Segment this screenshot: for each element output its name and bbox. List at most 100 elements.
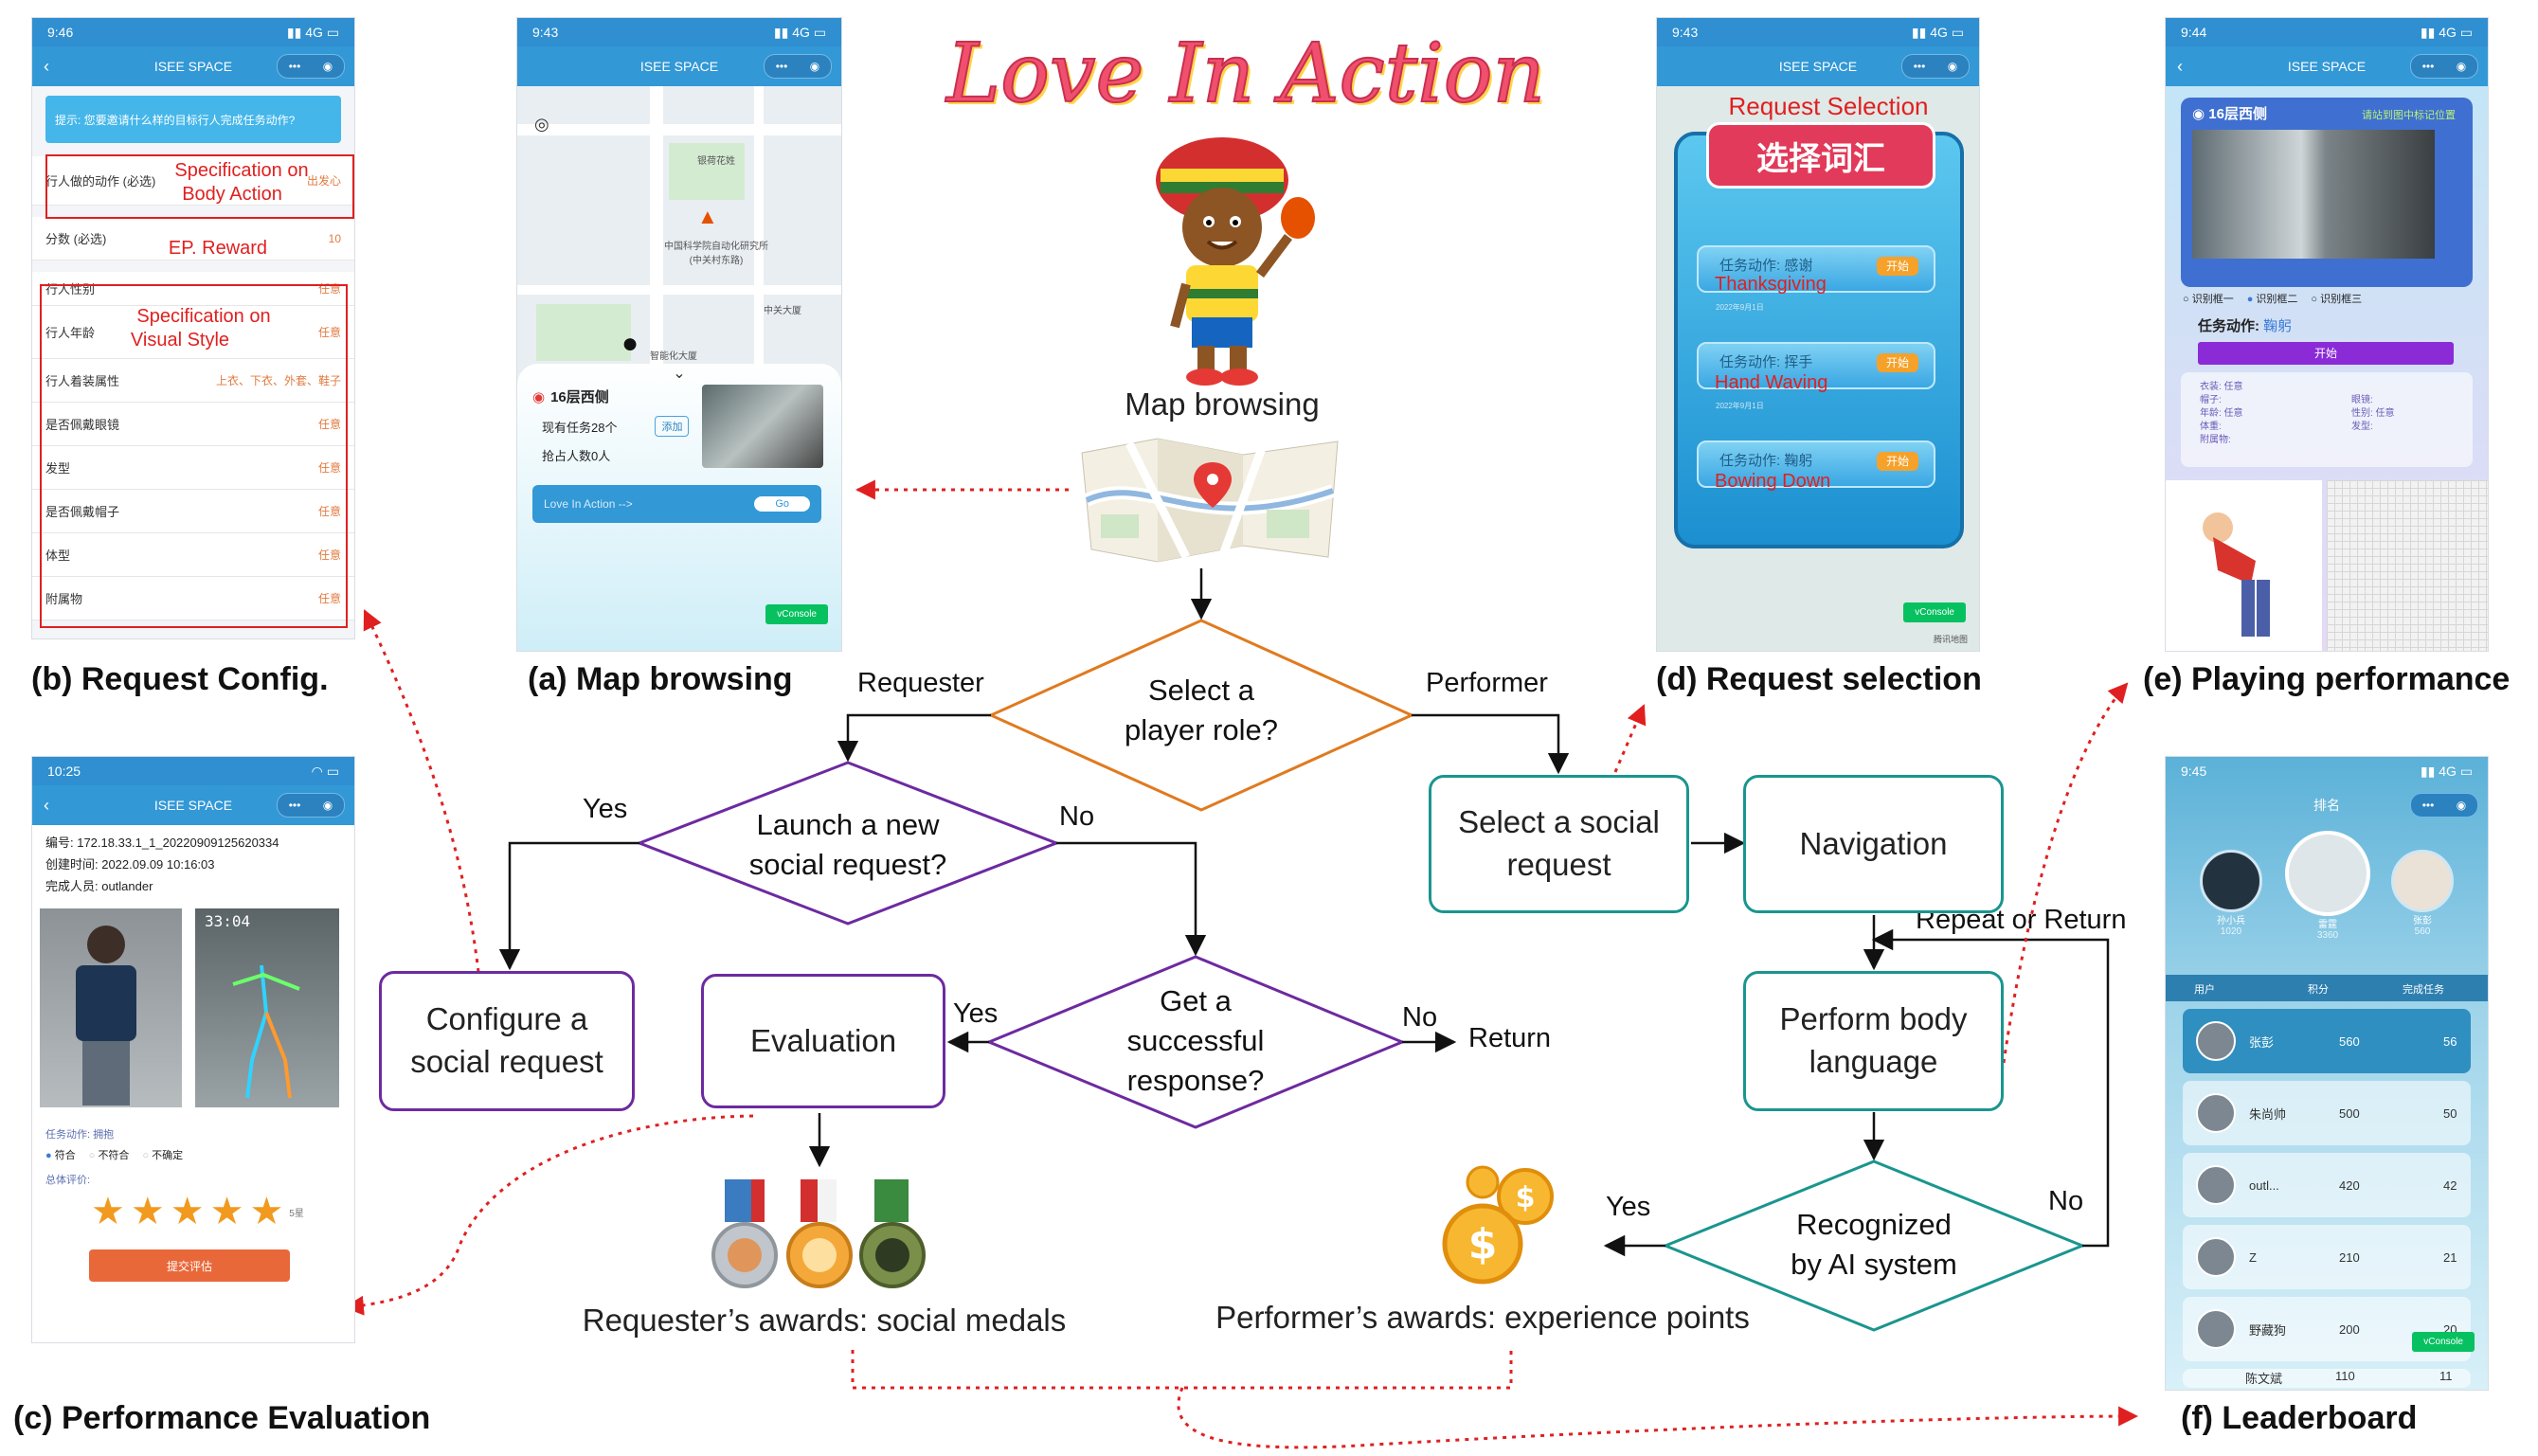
more-icon[interactable]: ••• <box>2421 60 2435 73</box>
camera-marker-icon[interactable]: ● <box>621 328 639 359</box>
created-time: 创建时间: 2022.09.09 10:16:03 <box>45 856 215 872</box>
diamond-recognized <box>1662 1159 2086 1332</box>
vconsole-button[interactable]: vConsole <box>765 604 828 624</box>
row-name: 朱尚帅 <box>2249 1106 2287 1122</box>
status-bar: 9:44▮▮ 4G ▭ <box>2166 18 2488 46</box>
row-score: 110 <box>2335 1369 2355 1383</box>
add-button[interactable]: 添加 <box>655 416 690 437</box>
star-icon[interactable]: ★ <box>170 1191 205 1232</box>
back-icon[interactable]: ‹ <box>44 795 49 815</box>
more-icon[interactable]: ••• <box>2421 799 2435 812</box>
location-pin-icon[interactable]: ◎ <box>534 115 549 134</box>
config-row[interactable]: 分数 (必选)10 <box>32 217 354 261</box>
decision-select-role: Select a player role? <box>1059 671 1343 750</box>
close-circle-icon[interactable]: ◉ <box>2456 799 2467 812</box>
row-name: outl... <box>2249 1177 2279 1193</box>
radio-match[interactable]: ● 符合 <box>45 1150 76 1161</box>
chevron-down-icon[interactable]: ⌄ <box>673 366 686 382</box>
position-hint: 请站到图中标记位置 <box>2362 110 2456 121</box>
config-row[interactable]: 是否佩戴眼镜任意 <box>32 403 354 446</box>
word-item[interactable]: 任务动作: 感谢 开始 <box>1697 245 1935 293</box>
menu-capsule[interactable]: ••• ◉ <box>277 54 345 79</box>
annotation-line: Specification on <box>136 306 271 327</box>
word-cn: 任务动作: 鞠躬 <box>1719 453 1813 469</box>
radio-mismatch[interactable]: ○ 不符合 <box>88 1150 130 1161</box>
menu-capsule[interactable]: ••• ◉ <box>277 793 345 818</box>
poi-label: 银荷花姓 <box>697 156 735 167</box>
menu-capsule[interactable]: ••• ◉ <box>2410 54 2478 79</box>
poi-label: 中国科学院自动化研究所(中关村东路) <box>664 242 768 266</box>
status-bar: 9:43▮▮ 4G ▭ <box>517 18 841 46</box>
star-icon[interactable]: ★ <box>209 1191 244 1232</box>
label-return: Return <box>1468 1023 1552 1053</box>
config-row[interactable]: 行人年龄任意 <box>32 306 354 359</box>
config-row[interactable]: 行人着装属性上衣、下衣、外套、鞋子 <box>32 359 354 403</box>
radio-label: 符合 <box>54 1150 76 1161</box>
back-icon[interactable]: ‹ <box>2177 56 2183 76</box>
label-requester: Requester <box>857 668 984 698</box>
vconsole-button[interactable]: vConsole <box>2412 1332 2475 1352</box>
config-row[interactable]: 行人做的动作 (必选)出发心 <box>32 156 354 206</box>
frame-label: 识别框一 <box>2191 294 2234 305</box>
close-circle-icon[interactable]: ◉ <box>322 799 333 812</box>
decision-line: social request? <box>748 847 947 881</box>
clock: 9:43 <box>1672 25 1699 40</box>
menu-capsule[interactable]: ••• ◉ <box>1901 54 1970 79</box>
start-button[interactable]: 开始 <box>1877 353 1918 372</box>
menu-capsule[interactable]: ••• ◉ <box>764 54 832 79</box>
love-in-action-button[interactable]: Love In Action --> Go <box>532 485 821 523</box>
word-item[interactable]: 任务动作: 鞠躬 开始 <box>1697 440 1935 488</box>
building-marker-icon[interactable]: ▲ <box>697 205 718 228</box>
star-icon[interactable]: ★ <box>130 1191 165 1232</box>
start-button[interactable]: 开始 <box>1877 257 1918 276</box>
close-circle-icon[interactable]: ◉ <box>322 60 333 73</box>
row-value: 任意 <box>317 326 341 339</box>
config-row[interactable]: 附属物任意 <box>32 577 354 620</box>
menu-capsule[interactable]: ••• ◉ <box>2410 793 2478 818</box>
frame-option[interactable]: ○ 识别框三 <box>2311 294 2363 305</box>
more-icon[interactable]: ••• <box>288 799 301 812</box>
start-button[interactable]: 开始 <box>2198 342 2454 365</box>
close-circle-icon[interactable]: ◉ <box>1947 60 1958 73</box>
avatar <box>2196 1309 2236 1349</box>
frame-option[interactable]: ● 识别框二 <box>2246 294 2298 305</box>
word-date: 2022年9月1日 <box>1716 402 1764 410</box>
submit-evaluation-button[interactable]: 提交评估 <box>89 1249 290 1282</box>
more-icon[interactable]: ••• <box>775 60 788 73</box>
back-icon[interactable]: ‹ <box>44 56 49 76</box>
map-view[interactable]: 银荷花姓 中国科学院自动化研究所(中关村东路) 中关大厦 智能化大厦 ◎ ● ▲ <box>517 86 841 389</box>
annotation-hand-waving: Hand Waving <box>1715 372 1828 393</box>
config-row[interactable]: 发型任意 <box>32 446 354 490</box>
go-button[interactable]: Go <box>754 496 810 512</box>
pin-icon: ◉ <box>2192 106 2205 122</box>
app-bar: ISEE SPACE•••◉ <box>517 46 841 86</box>
action-text: Love In Action --> <box>544 497 633 511</box>
more-icon[interactable]: ••• <box>1913 60 1926 73</box>
decision-line: Launch a new <box>756 808 940 841</box>
performer-awards-text: Performer’s awards: experience points <box>1215 1300 1750 1335</box>
top-score: 3360 <box>2316 930 2339 941</box>
star-icon[interactable]: ★ <box>91 1191 125 1232</box>
config-row[interactable]: 是否佩戴帽子任意 <box>32 490 354 533</box>
radio-unsure[interactable]: ○ 不确定 <box>142 1150 184 1161</box>
frame-option[interactable]: ○ 识别框一 <box>2183 294 2234 305</box>
task-count: 现有任务28个 <box>542 420 618 435</box>
close-circle-icon[interactable]: ◉ <box>2456 60 2467 73</box>
start-button[interactable]: 开始 <box>1877 452 1918 471</box>
decision-line: Recognized <box>1796 1208 1952 1241</box>
star-icon[interactable]: ★ <box>249 1191 284 1232</box>
avatar <box>2285 831 2370 916</box>
more-icon[interactable]: ••• <box>288 60 301 73</box>
close-circle-icon[interactable]: ◉ <box>809 60 820 73</box>
config-row[interactable]: 体型任意 <box>32 533 354 577</box>
diamond-select-role <box>987 619 1415 812</box>
vconsole-button[interactable]: vConsole <box>1903 602 1966 622</box>
word-item[interactable]: 任务动作: 挥手 开始 <box>1697 342 1935 389</box>
star-rating[interactable]: ★★★★★ 5星 <box>91 1193 304 1231</box>
